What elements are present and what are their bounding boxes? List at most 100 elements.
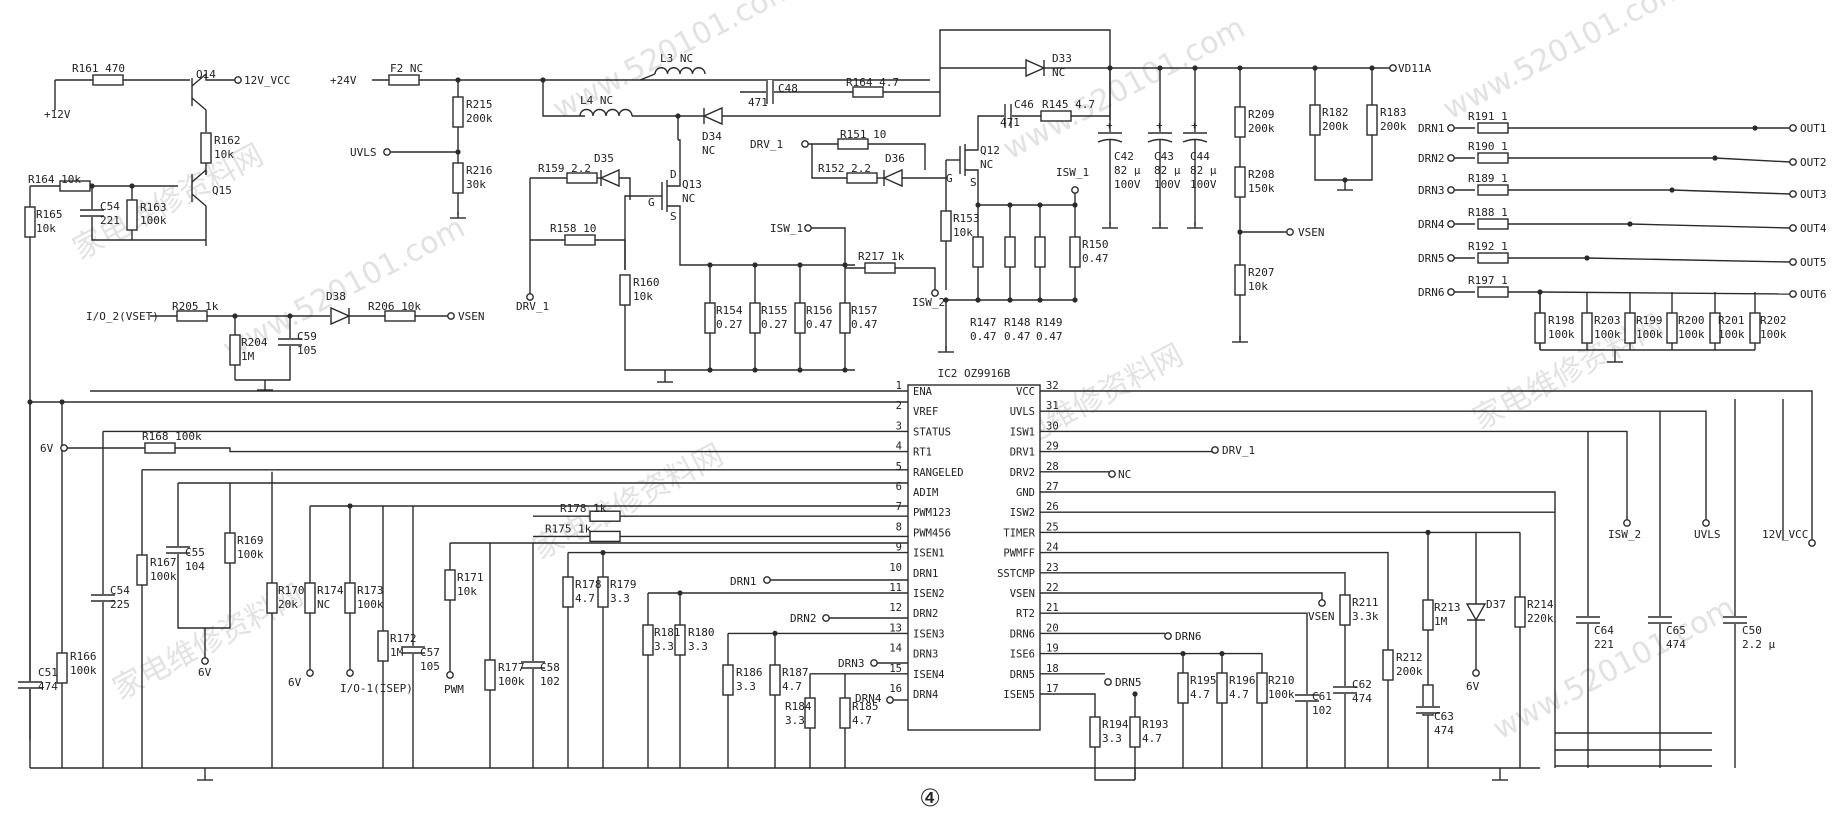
d36-diode [882, 168, 903, 188]
ic-title: IC2 OZ9916B [938, 367, 1011, 380]
terminal [346, 669, 354, 677]
watermark-text: 家电维修资料网 [67, 138, 269, 267]
terminal [801, 140, 809, 148]
ic-pin-name: DRN2 [913, 608, 938, 620]
l3-inductor [654, 67, 706, 75]
label-drn6r: DRN6 [1418, 286, 1445, 299]
label-r173: R173 [357, 584, 384, 597]
label-r178b: R178 [575, 578, 602, 591]
c54-capacitor [80, 209, 104, 217]
r175-resistor [589, 530, 621, 543]
label-c44: C44 [1190, 150, 1210, 163]
watermark-text: www.520101.com [997, 10, 1251, 167]
shunt-resistor [1749, 312, 1761, 344]
label-drn1l: DRN1 [730, 575, 757, 588]
label-r216v: 30k [466, 178, 486, 191]
label-drv1b: DRV_1 [516, 300, 549, 313]
wire [977, 115, 1005, 138]
label-c50: C50 [1742, 624, 1762, 637]
ic-pin-name: VREF [913, 406, 938, 418]
r178b-resistor [562, 576, 574, 608]
terminal [1623, 519, 1631, 527]
label-r163: R163 [140, 201, 167, 214]
terminal [1104, 678, 1112, 686]
ic-pin-number: 3 [896, 420, 902, 432]
label-r182: R182 [1322, 106, 1349, 119]
terminal [1789, 224, 1797, 232]
junction-dot [1219, 651, 1225, 657]
capacitor-plate-curved [1097, 138, 1123, 143]
ground-symbol [1607, 356, 1623, 363]
terminal [60, 444, 68, 452]
label-d33v: NC [1052, 66, 1065, 79]
label-r183: R183 [1380, 106, 1407, 119]
ic-pin-name: PWM123 [913, 507, 951, 519]
ic-pin-name: DRN1 [913, 568, 938, 580]
shunt-resistor [1709, 312, 1721, 344]
ic-pin-name: ISEN1 [913, 548, 945, 560]
ground-symbol [1102, 222, 1118, 229]
label-c51v: 474 [38, 680, 58, 693]
terminal [1472, 669, 1480, 677]
terminal [1447, 124, 1455, 132]
ic-pin-name: DRN5 [1010, 669, 1035, 681]
label-r198: R198 [1548, 314, 1575, 327]
junction-dot [707, 262, 713, 268]
output-capacitor: + [1182, 119, 1208, 143]
label-c59v: 105 [297, 344, 317, 357]
series-resistor [1477, 122, 1509, 134]
label-r203: R203 [1594, 314, 1621, 327]
ground-symbol [1492, 774, 1508, 781]
ic-pin-name: ISEN3 [913, 628, 945, 640]
label-r208: R208 [1248, 168, 1275, 181]
junction-dot [772, 630, 778, 637]
label-r149v: 0.47 [1036, 330, 1063, 343]
q12-mosfet [946, 138, 979, 182]
r207-resistor [1234, 264, 1246, 296]
label-drn2r: DRN2 [1418, 152, 1445, 165]
c50-capacitor [1723, 616, 1747, 624]
label-r189: R189 1 [1468, 172, 1508, 185]
label-r211v: 3.3k [1352, 610, 1379, 623]
shunt-resistor [1534, 312, 1546, 344]
r163-resistor [126, 199, 138, 231]
label-c64v: 221 [1594, 638, 1614, 651]
label-r166: R166 [70, 650, 97, 663]
label-r182v: 200k [1322, 120, 1349, 133]
label-drn1r: DRN1 [1418, 122, 1445, 135]
r217-resistor [864, 262, 896, 274]
label-drn5l: DRN5 [1115, 676, 1142, 689]
label-r178a: R178 1k [560, 502, 607, 515]
label-c63v: 474 [1434, 724, 1454, 737]
capacitor-plate-curved [1182, 138, 1208, 143]
ground-symbol [450, 212, 466, 219]
label-q12v: NC [980, 158, 993, 171]
label-c65: C65 [1666, 624, 1686, 637]
inductor-coil [654, 67, 706, 75]
r172-resistor [377, 630, 389, 662]
terminal [1789, 190, 1797, 198]
label-v6d: 6V [1466, 680, 1480, 693]
label-c58: C58 [540, 661, 560, 674]
wire [542, 80, 585, 117]
wire [1671, 189, 1791, 195]
sense-resistor [1034, 236, 1046, 268]
ic-pin-number: 22 [1046, 582, 1059, 594]
label-r188: R188 1 [1468, 206, 1508, 219]
wire [1040, 612, 1308, 768]
wire [1629, 223, 1791, 229]
ic-pin-name: RT1 [913, 447, 932, 459]
label-r195v: 4.7 [1190, 688, 1210, 701]
c65-capacitor [1648, 616, 1672, 624]
label-r194v: 3.3 [1102, 732, 1122, 745]
r158-resistor [564, 234, 596, 246]
ic-pin-name: STATUS [913, 426, 951, 438]
wire [91, 186, 206, 241]
label-r201v: 100k [1718, 328, 1745, 341]
label-r157: R157 [851, 304, 878, 317]
diode-body [1025, 58, 1046, 78]
ic-pin-name: ISEN5 [1003, 689, 1035, 701]
label-c62v: 474 [1352, 692, 1372, 705]
label-r205: R205 1k [172, 300, 219, 313]
junction-dot [1132, 691, 1138, 697]
